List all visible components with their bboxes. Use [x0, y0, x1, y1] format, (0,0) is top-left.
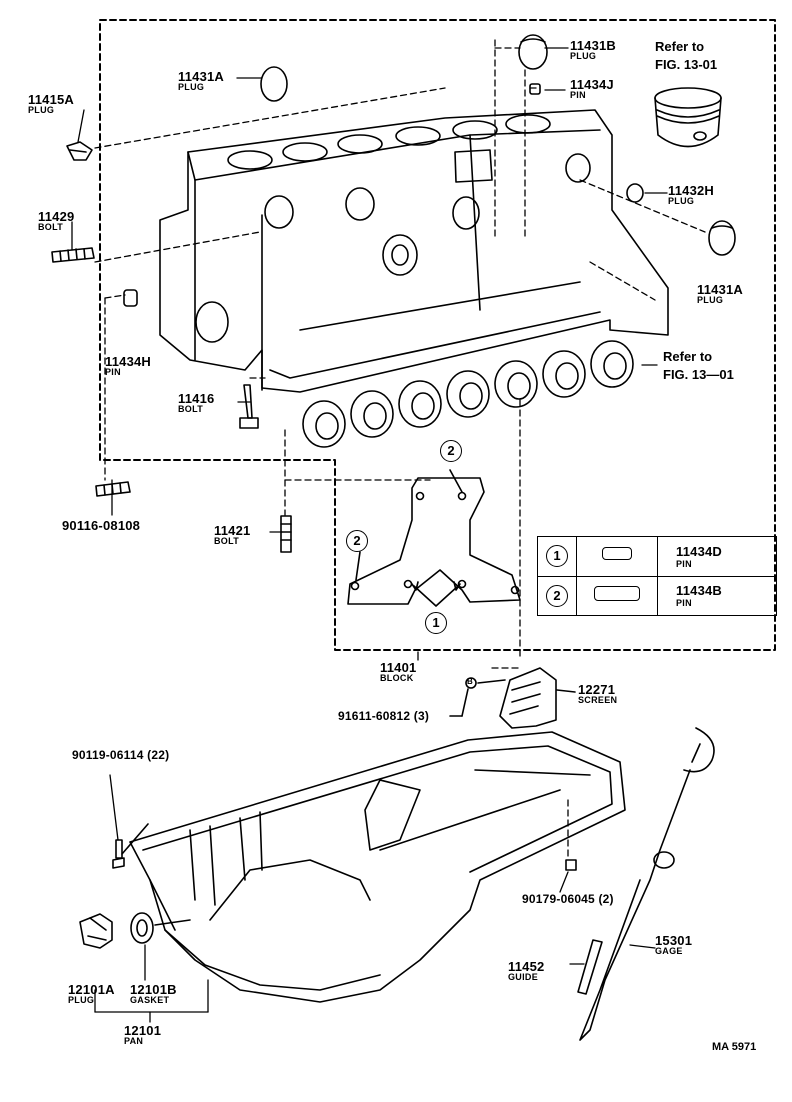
- part-number: 90179-06045 (2): [522, 892, 614, 906]
- part-number: 12101B: [130, 982, 177, 997]
- label-11421: 11421 BOLT: [214, 524, 250, 546]
- cylinder-block-drawing: [159, 109, 669, 393]
- label-12101a: 12101A PLUG: [68, 983, 115, 1005]
- part-name: PIN: [105, 367, 121, 377]
- reference-note-bearings: Refer to FIG. 13—01: [663, 348, 734, 384]
- pin-shape-icon: [594, 585, 640, 601]
- legend-mark: 2: [546, 584, 568, 607]
- pin-legend-table: 1 11434D PIN 2 11434B PIN: [537, 536, 777, 616]
- label-11452: 11452 GUIDE: [508, 960, 544, 982]
- label-11431a-top: 11431A PLUG: [178, 70, 224, 92]
- part-name: PLUG: [697, 295, 724, 305]
- part-name: GAGE: [655, 946, 683, 956]
- label-90116-08108: 90116-08108: [62, 519, 140, 532]
- pin-shape-icon: [602, 547, 632, 561]
- stud-11421-drawing: [280, 515, 292, 553]
- reference-note-piston: Refer to FIG. 13-01: [655, 38, 717, 74]
- part-name: PIN: [570, 90, 586, 100]
- part-name: PAN: [124, 1036, 144, 1046]
- label-11431b: 11431B PLUG: [570, 39, 616, 61]
- part-number: 12101: [124, 1023, 162, 1038]
- callout-2-top: 2: [440, 440, 462, 462]
- part-name: BOLT: [38, 222, 64, 232]
- part-number: 11434J: [570, 77, 614, 92]
- bearings-drawing: [302, 340, 634, 448]
- assembly-boundary: [99, 19, 776, 651]
- part-number: 11415A: [28, 92, 75, 107]
- legend-mark: 1: [546, 545, 568, 568]
- label-11429: 11429 BOLT: [38, 210, 74, 232]
- reference-line-2: FIG. 13—01: [663, 367, 734, 382]
- callout-b-mark: B: [467, 677, 473, 686]
- part-number: 90119-06114 (22): [72, 748, 170, 762]
- callout-1: 1: [425, 612, 447, 634]
- bolt-11416-drawing: [239, 384, 259, 429]
- part-number: 91611-60812 (3): [338, 709, 430, 723]
- label-15301: 15301 GAGE: [655, 934, 692, 956]
- label-90179-06045: 90179-06045 (2): [522, 893, 614, 905]
- pin-location-drawing: [347, 469, 521, 607]
- part-number: 11401: [380, 660, 417, 675]
- legend-part-name: PIN: [676, 558, 692, 569]
- label-12271: 12271 SCREEN: [578, 683, 617, 705]
- part-number: 11431B: [570, 38, 617, 53]
- legend-row: 2 11434B PIN: [537, 575, 777, 616]
- part-number: 11431A: [178, 69, 225, 84]
- stud-90116-drawing: [95, 481, 131, 497]
- part-name: BOLT: [178, 404, 204, 414]
- part-number: 11429: [38, 209, 75, 224]
- label-91611-60812: 91611-60812 (3): [338, 710, 429, 722]
- label-11415a: 11415A PLUG: [28, 93, 74, 115]
- part-number: 11432H: [668, 183, 715, 198]
- part-name: PLUG: [28, 105, 55, 115]
- label-90119-06114: 90119-06114 (22): [72, 749, 169, 761]
- reference-line-1: Refer to: [663, 349, 713, 364]
- pan-hardware-drawing: [79, 823, 191, 949]
- label-11416: 11416 BOLT: [178, 392, 214, 414]
- part-name: GASKET: [130, 995, 170, 1005]
- label-12101b: 12101B GASKET: [130, 983, 177, 1005]
- dipstick-drawing: [565, 727, 715, 1041]
- part-number: 90116-08108: [62, 518, 141, 533]
- part-number: 11434H: [105, 354, 152, 369]
- part-number: 11421: [214, 523, 251, 538]
- oil-pan-drawing: [129, 731, 626, 1003]
- legend-row: 1 11434D PIN: [537, 536, 777, 577]
- legend-part-name: PIN: [676, 598, 692, 609]
- part-name: SCREEN: [578, 695, 618, 705]
- leader-lines: [94, 39, 706, 861]
- part-number: 15301: [655, 933, 693, 948]
- small-parts: [51, 34, 736, 553]
- label-leaders: [71, 47, 668, 1023]
- part-name: BLOCK: [380, 673, 414, 683]
- label-11431a-right: 11431A PLUG: [697, 283, 743, 305]
- part-number: 12101A: [68, 982, 115, 997]
- legend-part-number: 11434D: [676, 543, 723, 559]
- part-name: BOLT: [214, 536, 240, 546]
- reference-line-1: Refer to: [655, 39, 705, 54]
- figure-code: MA 5971: [712, 1041, 757, 1053]
- callout-2-left: 2: [346, 530, 368, 552]
- label-11434j: 11434J PIN: [570, 78, 614, 100]
- label-11434h: 11434H PIN: [105, 355, 151, 377]
- part-name: GUIDE: [508, 972, 539, 982]
- part-name: PLUG: [668, 196, 695, 206]
- oil-screen-drawing: [449, 667, 576, 729]
- part-number: 11431A: [697, 282, 744, 297]
- reference-line-2: FIG. 13-01: [655, 57, 718, 72]
- label-12101: 12101 PAN: [124, 1024, 161, 1046]
- part-name: PLUG: [178, 82, 205, 92]
- label-11401: 11401 BLOCK: [380, 661, 416, 683]
- part-number: 12271: [578, 682, 616, 697]
- bolt-11429-drawing: [51, 247, 95, 263]
- piston-drawing: [654, 87, 722, 148]
- part-number: 11416: [178, 391, 215, 406]
- part-name: PLUG: [68, 995, 95, 1005]
- part-number: 11452: [508, 959, 545, 974]
- label-11432h: 11432H PLUG: [668, 184, 714, 206]
- legend-part-number: 11434B: [676, 583, 723, 599]
- part-name: PLUG: [570, 51, 597, 61]
